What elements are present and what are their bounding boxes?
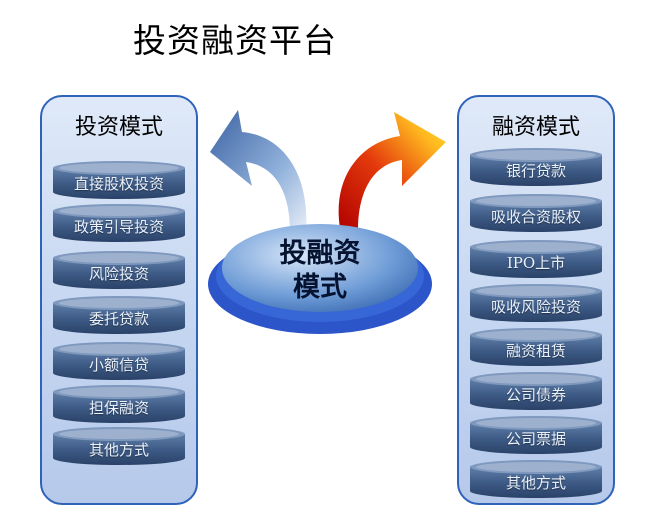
- cylinder-item: 担保融资: [51, 384, 187, 424]
- panel-title-investment: 投资模式: [74, 115, 163, 140]
- cylinder-item: 融资租赁: [468, 327, 604, 367]
- cylinder-item: 其他方式: [51, 426, 187, 466]
- arrow-right-icon: [338, 112, 446, 230]
- cylinder-shape: [470, 240, 602, 278]
- cylinder-shape: [53, 161, 185, 199]
- arrow-left-icon: [210, 110, 307, 232]
- cylinder-item: 吸收风险投资: [468, 283, 604, 323]
- cylinder-shape: [53, 251, 185, 289]
- cylinder-shape: [53, 296, 185, 334]
- cylinder-item: 公司债券: [468, 371, 604, 411]
- cylinder-shape: [53, 427, 185, 465]
- cylinder-shape: [470, 284, 602, 322]
- cylinder-item: 小额信贷: [51, 341, 187, 381]
- cylinder-item: 银行贷款: [468, 147, 604, 187]
- cylinder-shape: [470, 194, 602, 232]
- cylinder-shape: [470, 148, 602, 186]
- cylinder-item: 直接股权投资: [51, 160, 187, 200]
- cylinder-shape: [470, 416, 602, 454]
- cylinder-item: IPO上市: [468, 239, 604, 279]
- hub-label-line1: 投融资: [279, 238, 361, 269]
- cylinder-shape: [470, 460, 602, 498]
- cylinder-shape: [470, 328, 602, 366]
- investment-mode-panel: 投资模式 直接股权投资 政策引导投资 风险投资 委托贷款 小额信贷 担保融资 其…: [40, 95, 198, 505]
- cylinder-item: 风险投资: [51, 250, 187, 290]
- cylinder-shape: [53, 342, 185, 380]
- cylinder-shape: [470, 372, 602, 410]
- cylinder-item: 其他方式: [468, 459, 604, 499]
- center-hub: 投融资 模式: [205, 218, 435, 338]
- financing-mode-panel: 融资模式 银行贷款 吸收合资股权 IPO上市 吸收风险投资 融资租赁 公司债券 …: [457, 95, 615, 505]
- cylinder-shape: [53, 204, 185, 242]
- cylinder-item: 委托贷款: [51, 295, 187, 335]
- cylinder-item: 政策引导投资: [51, 203, 187, 243]
- cylinder-shape: [53, 385, 185, 423]
- panel-title-financing: 融资模式: [491, 115, 580, 140]
- hub-label-line2: 模式: [293, 272, 347, 303]
- cylinder-item: 公司票据: [468, 415, 604, 455]
- cylinder-item: 吸收合资股权: [468, 193, 604, 233]
- page-title: 投资融资平台: [133, 21, 337, 60]
